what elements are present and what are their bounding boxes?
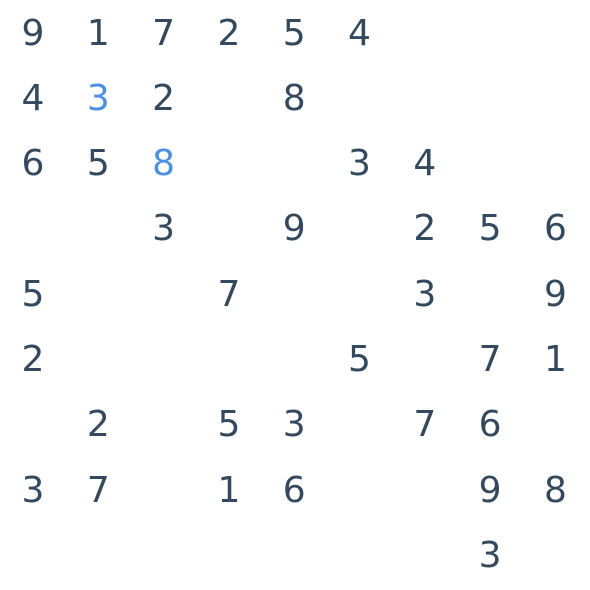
sudoku-cell-r6-c3[interactable] bbox=[134, 330, 194, 390]
sudoku-cell-r8-c5[interactable]: 6 bbox=[282, 469, 306, 511]
sudoku-cell-r8-c2[interactable]: 7 bbox=[86, 469, 110, 511]
sudoku-cell-r6-c7[interactable] bbox=[395, 330, 455, 390]
sudoku-cell-r9-c1[interactable] bbox=[3, 525, 63, 585]
sudoku-cell-r7-c9[interactable] bbox=[525, 395, 585, 455]
sudoku-cell-r2-c8[interactable] bbox=[460, 68, 520, 128]
sudoku-cell-r6-c9[interactable]: 1 bbox=[543, 339, 567, 380]
sudoku-cell-r1-c8[interactable] bbox=[460, 3, 520, 63]
sudoku-cell-r5-c6[interactable] bbox=[330, 264, 390, 324]
sudoku-cell-r4-c9[interactable]: 6 bbox=[543, 208, 567, 250]
sudoku-cell-r3-c7[interactable]: 4 bbox=[413, 143, 437, 185]
sudoku-cell-r5-c1[interactable]: 5 bbox=[21, 273, 45, 315]
sudoku-cell-r1-c5[interactable]: 5 bbox=[282, 12, 306, 54]
sudoku-cell-r2-c9[interactable] bbox=[525, 68, 585, 128]
sudoku-cell-r3-c8[interactable] bbox=[460, 134, 520, 194]
sudoku-cell-r6-c6[interactable]: 5 bbox=[348, 339, 371, 380]
sudoku-cell-r9-c8[interactable]: 3 bbox=[478, 534, 502, 576]
sudoku-cell-r7-c7[interactable]: 7 bbox=[413, 404, 437, 446]
sudoku-cell-r8-c4[interactable]: 1 bbox=[217, 469, 241, 511]
sudoku-cell-r3-c5[interactable] bbox=[264, 134, 324, 194]
sudoku-cell-r9-c7[interactable] bbox=[395, 525, 455, 585]
sudoku-cell-r4-c4[interactable] bbox=[199, 199, 259, 259]
sudoku-cell-r3-c1[interactable]: 6 bbox=[21, 143, 45, 185]
sudoku-cell-r4-c7[interactable]: 2 bbox=[413, 208, 437, 250]
sudoku-cell-r1-c6[interactable]: 4 bbox=[348, 12, 371, 54]
sudoku-cell-r2-c2[interactable]: 3 bbox=[86, 77, 110, 119]
sudoku-cell-r2-c1[interactable]: 4 bbox=[21, 77, 45, 119]
sudoku-cell-r5-c7[interactable]: 3 bbox=[413, 273, 437, 315]
sudoku-cell-r3-c2[interactable]: 5 bbox=[86, 143, 110, 185]
sudoku-cell-r8-c9[interactable]: 8 bbox=[543, 469, 567, 511]
sudoku-cell-r5-c4[interactable]: 7 bbox=[217, 273, 241, 315]
sudoku-cell-r7-c5[interactable]: 3 bbox=[282, 404, 306, 446]
sudoku-cell-r9-c3[interactable] bbox=[134, 525, 194, 585]
sudoku-cell-r7-c2[interactable]: 2 bbox=[86, 404, 110, 446]
sudoku-cell-r6-c1[interactable]: 2 bbox=[21, 339, 45, 380]
sudoku-cell-r1-c2[interactable]: 1 bbox=[86, 12, 110, 54]
sudoku-cell-r5-c2[interactable] bbox=[68, 264, 128, 324]
sudoku-cell-r9-c6[interactable] bbox=[330, 525, 390, 585]
sudoku-cell-r7-c1[interactable] bbox=[3, 395, 63, 455]
sudoku-cell-r2-c6[interactable] bbox=[330, 68, 390, 128]
sudoku-cell-r3-c4[interactable] bbox=[199, 134, 259, 194]
sudoku-cell-r5-c5[interactable] bbox=[264, 264, 324, 324]
sudoku-cell-r7-c8[interactable]: 6 bbox=[478, 404, 502, 446]
sudoku-cell-r3-c6[interactable]: 3 bbox=[348, 143, 371, 185]
sudoku-cell-r8-c7[interactable] bbox=[395, 460, 455, 520]
sudoku-cell-r4-c5[interactable]: 9 bbox=[282, 208, 306, 250]
sudoku-cell-r3-c3[interactable]: 8 bbox=[152, 143, 176, 185]
sudoku-cell-r4-c2[interactable] bbox=[68, 199, 128, 259]
sudoku-cell-r1-c1[interactable]: 9 bbox=[21, 12, 45, 54]
sudoku-cell-r8-c6[interactable] bbox=[330, 460, 390, 520]
sudoku-cell-r4-c6[interactable] bbox=[330, 199, 390, 259]
sudoku-cell-r6-c8[interactable]: 7 bbox=[478, 339, 502, 380]
sudoku-cell-r5-c8[interactable] bbox=[460, 264, 520, 324]
sudoku-cell-r1-c7[interactable] bbox=[395, 3, 455, 63]
sudoku-cell-r8-c1[interactable]: 3 bbox=[21, 469, 45, 511]
sudoku-cell-r7-c3[interactable] bbox=[134, 395, 194, 455]
sudoku-cell-r8-c8[interactable]: 9 bbox=[478, 469, 502, 511]
sudoku-cell-r2-c7[interactable] bbox=[395, 68, 455, 128]
sudoku-cell-r9-c5[interactable] bbox=[264, 525, 324, 585]
sudoku-cell-r5-c9[interactable]: 9 bbox=[543, 273, 567, 315]
sudoku-cell-r9-c9[interactable] bbox=[525, 525, 585, 585]
sudoku-cell-r2-c3[interactable]: 2 bbox=[152, 77, 176, 119]
sudoku-cell-r2-c4[interactable] bbox=[199, 68, 259, 128]
sudoku-cell-r3-c9[interactable] bbox=[525, 134, 585, 194]
sudoku-cell-r1-c4[interactable]: 2 bbox=[217, 12, 241, 54]
sudoku-cell-r9-c2[interactable] bbox=[68, 525, 128, 585]
sudoku-cell-r5-c3[interactable] bbox=[134, 264, 194, 324]
sudoku-cell-r9-c4[interactable] bbox=[199, 525, 259, 585]
sudoku-cell-r6-c5[interactable] bbox=[264, 330, 324, 390]
sudoku-cell-r4-c1[interactable] bbox=[3, 199, 63, 259]
sudoku-cell-r2-c5[interactable]: 8 bbox=[282, 77, 306, 119]
sudoku-cell-r7-c4[interactable]: 5 bbox=[217, 404, 241, 446]
sudoku-cell-r1-c9[interactable] bbox=[525, 3, 585, 63]
sudoku-cell-r4-c8[interactable]: 5 bbox=[478, 208, 502, 250]
sudoku-cell-r6-c4[interactable] bbox=[199, 330, 259, 390]
sudoku-cell-r1-c3[interactable]: 7 bbox=[152, 12, 176, 54]
sudoku-cell-r4-c3[interactable]: 3 bbox=[152, 208, 176, 250]
sudoku-cell-r7-c6[interactable] bbox=[330, 395, 390, 455]
sudoku-cell-r6-c2[interactable] bbox=[68, 330, 128, 390]
sudoku-cell-r8-c3[interactable] bbox=[134, 460, 194, 520]
